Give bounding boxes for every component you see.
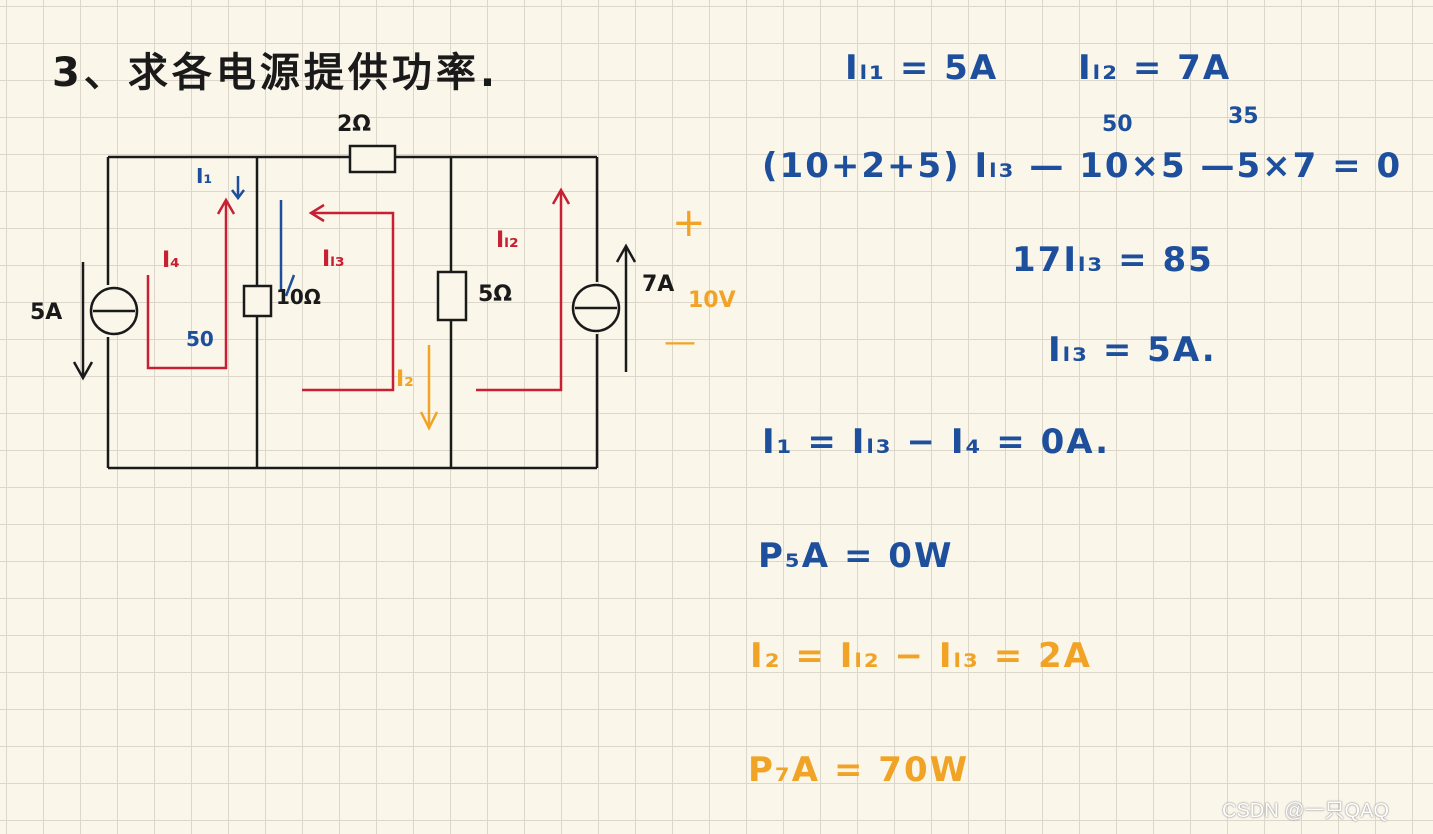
current-source-5A <box>89 286 139 336</box>
label-10V: 10V <box>688 288 736 313</box>
eq-17Il3: 17Iₗ₃ = 85 <box>1012 240 1214 280</box>
label-Il3: Iₗ₃ <box>322 247 345 272</box>
eq-Il1: Iₗ₁ = 5A <box>845 48 999 88</box>
label-5ohm: 5Ω <box>478 282 513 307</box>
resistor-2ohm <box>348 144 397 174</box>
label-I1: I₁ <box>196 164 213 188</box>
resistor-10ohm <box>242 284 273 318</box>
eq-Il2: Iₗ₂ = 7A <box>1078 48 1232 88</box>
resistor-5ohm <box>436 270 468 322</box>
eq-P7A: P₇A = 70W <box>748 750 970 790</box>
annot-50: 50 <box>1102 112 1133 137</box>
eq-kvl: (10+2+5) Iₗ₃ — 10×5 —5×7 = 0 <box>762 146 1403 186</box>
label-I4: I₄ <box>162 248 180 273</box>
plus-sign: + <box>672 200 706 246</box>
label-7A-source: 7A <box>642 272 675 297</box>
eq-I2: I₂ = Iₗ₂ − Iₗ₃ = 2A <box>750 636 1092 676</box>
label-Il2: Iₗ₂ <box>496 228 519 253</box>
eq-I1: I₁ = Iₗ₃ − I₄ = 0A. <box>762 422 1111 462</box>
watermark: CSDN @一只QAQ <box>1222 800 1389 822</box>
eq-P5A: P₅A = 0W <box>758 536 954 576</box>
circuit-diagram <box>72 144 637 470</box>
current-source-7A <box>571 283 621 333</box>
label-2ohm: 2Ω <box>337 112 372 137</box>
eq-Il3-result: Iₗ₃ = 5A. <box>1048 330 1217 370</box>
problem-title: 3、求各电源提供功率. <box>52 50 500 96</box>
label-10ohm: 10Ω <box>276 285 321 309</box>
annot-35: 35 <box>1228 104 1259 129</box>
label-50V: 50 <box>186 327 214 351</box>
label-I2: I₂ <box>396 367 414 392</box>
minus-sign: — <box>664 322 696 360</box>
label-5A-source: 5A <box>30 300 63 325</box>
